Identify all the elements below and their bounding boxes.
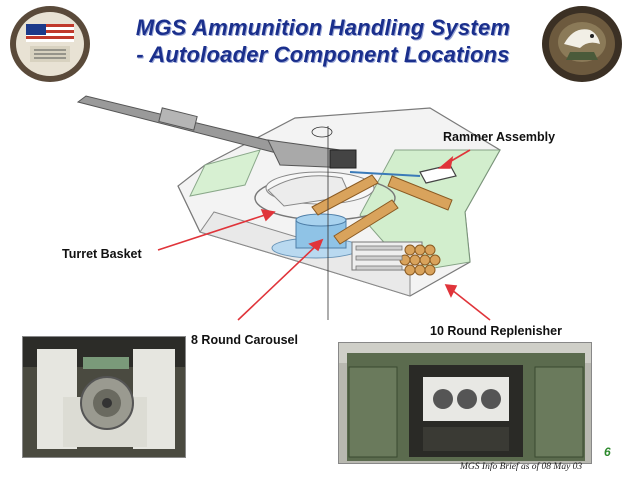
replenisher-arrow — [451, 289, 491, 321]
program-executive-seal — [8, 4, 92, 84]
callout-arrows — [157, 149, 491, 321]
carousel-label: 8 Round Carousel — [191, 333, 298, 347]
carousel-photo — [22, 336, 186, 458]
turret-basket-arrow — [157, 213, 269, 251]
footer-note: MGS Info Brief as of 08 May 03 — [460, 462, 583, 472]
rotation-axis-marker — [311, 126, 333, 138]
gun-barrel — [76, 95, 357, 169]
replenisher-photo — [338, 342, 592, 464]
title-line-2: - Autoloader Component Locations — [136, 42, 510, 67]
replenisher-label: 10 Round Replenisher — [430, 324, 562, 338]
title-line-1: MGS Ammunition Handling System — [135, 15, 511, 40]
replenisher-magazine — [351, 241, 441, 276]
project-manager-seal — [540, 4, 624, 84]
turret-basket-label: Turret Basket — [62, 247, 142, 261]
rammer-assembly-label: Rammer Assembly — [443, 130, 556, 144]
slide-title: MGS Ammunition Handling System - Autoloa… — [108, 14, 538, 68]
ammunition-rounds — [311, 174, 453, 245]
page-number: 6 — [604, 445, 611, 459]
carousel-arrow — [237, 243, 319, 321]
